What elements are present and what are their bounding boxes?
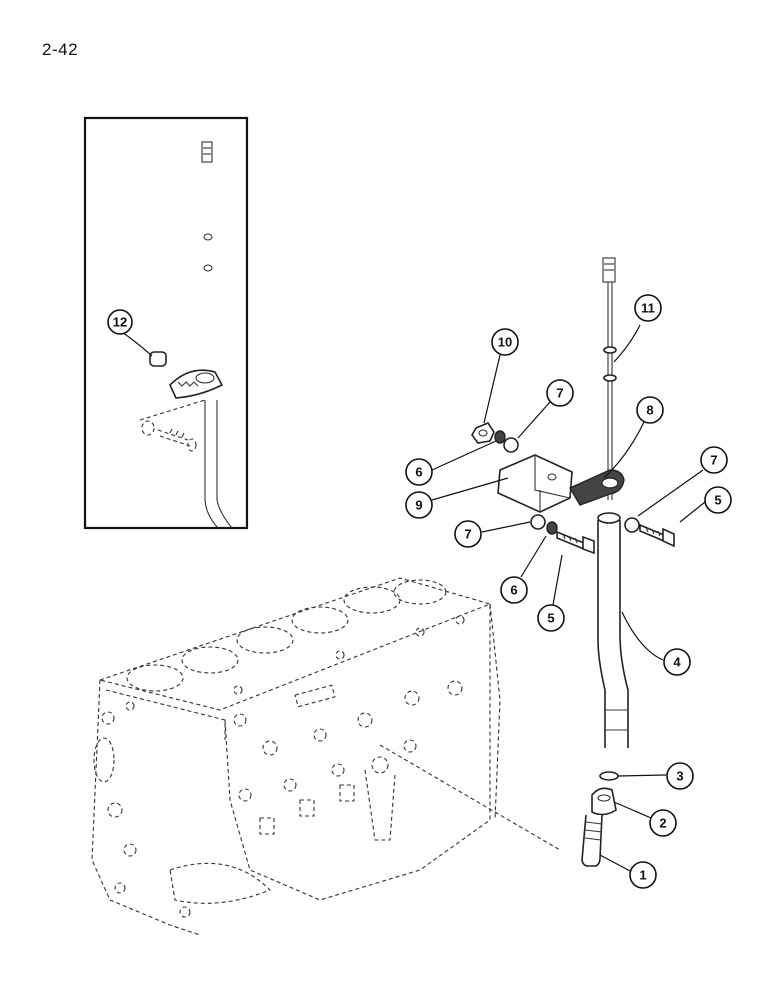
callout-5-lower-label: 5 (547, 611, 554, 626)
callout-10-label: 10 (498, 335, 512, 350)
bracket-9 (497, 454, 573, 513)
callout-5-right-label: 5 (714, 493, 721, 508)
callout-12: 12 (107, 309, 133, 335)
callout-5-lower: 5 (537, 604, 565, 632)
callout-3: 3 (666, 762, 694, 790)
callout-9: 9 (405, 491, 433, 519)
inset-detail (83, 116, 249, 530)
callout-6-lower: 6 (500, 576, 528, 604)
washer-7-upper (503, 437, 519, 453)
callout-4-label: 4 (673, 655, 681, 670)
callout-11: 11 (634, 294, 662, 322)
callout-2-label: 2 (659, 816, 666, 831)
callout-7-upper: 7 (546, 379, 574, 407)
callout-6-upper: 6 (405, 458, 433, 486)
bolt-5-right (639, 523, 675, 548)
callout-1-label: 1 (639, 868, 646, 883)
callout-7-lower: 7 (454, 520, 482, 548)
callout-5-right: 5 (704, 486, 732, 514)
leader-lines (121, 324, 706, 873)
bolt-5-lower (556, 530, 595, 555)
callout-2: 2 (649, 809, 677, 837)
callout-11-label: 11 (641, 301, 655, 316)
callout-7-upper-label: 7 (556, 386, 563, 401)
callout-3-label: 3 (676, 769, 683, 784)
callout-12-label: 12 (113, 315, 127, 330)
callout-1: 1 (629, 861, 657, 889)
callout-8: 8 (636, 396, 664, 424)
washer-7-lower (530, 514, 546, 530)
callout-7-lower-label: 7 (464, 527, 471, 542)
callout-6-lower-label: 6 (510, 583, 517, 598)
lockwasher-6-upper (494, 430, 506, 444)
callout-4: 4 (663, 648, 691, 676)
callout-6-upper-label: 6 (415, 465, 422, 480)
callout-9-label: 9 (415, 498, 422, 513)
nut-10 (471, 422, 495, 444)
callout-7-right-label: 7 (710, 453, 717, 468)
callout-8-label: 8 (646, 403, 653, 418)
engine-block (91, 577, 501, 936)
callout-7-right: 7 (700, 446, 728, 474)
clamp-8 (569, 469, 625, 506)
page-number: 2-42 (42, 40, 79, 59)
washer-7-right (624, 517, 640, 533)
callout-10: 10 (491, 328, 519, 356)
lockwasher-6-lower (546, 521, 558, 535)
dipstick-assembly (581, 257, 629, 867)
